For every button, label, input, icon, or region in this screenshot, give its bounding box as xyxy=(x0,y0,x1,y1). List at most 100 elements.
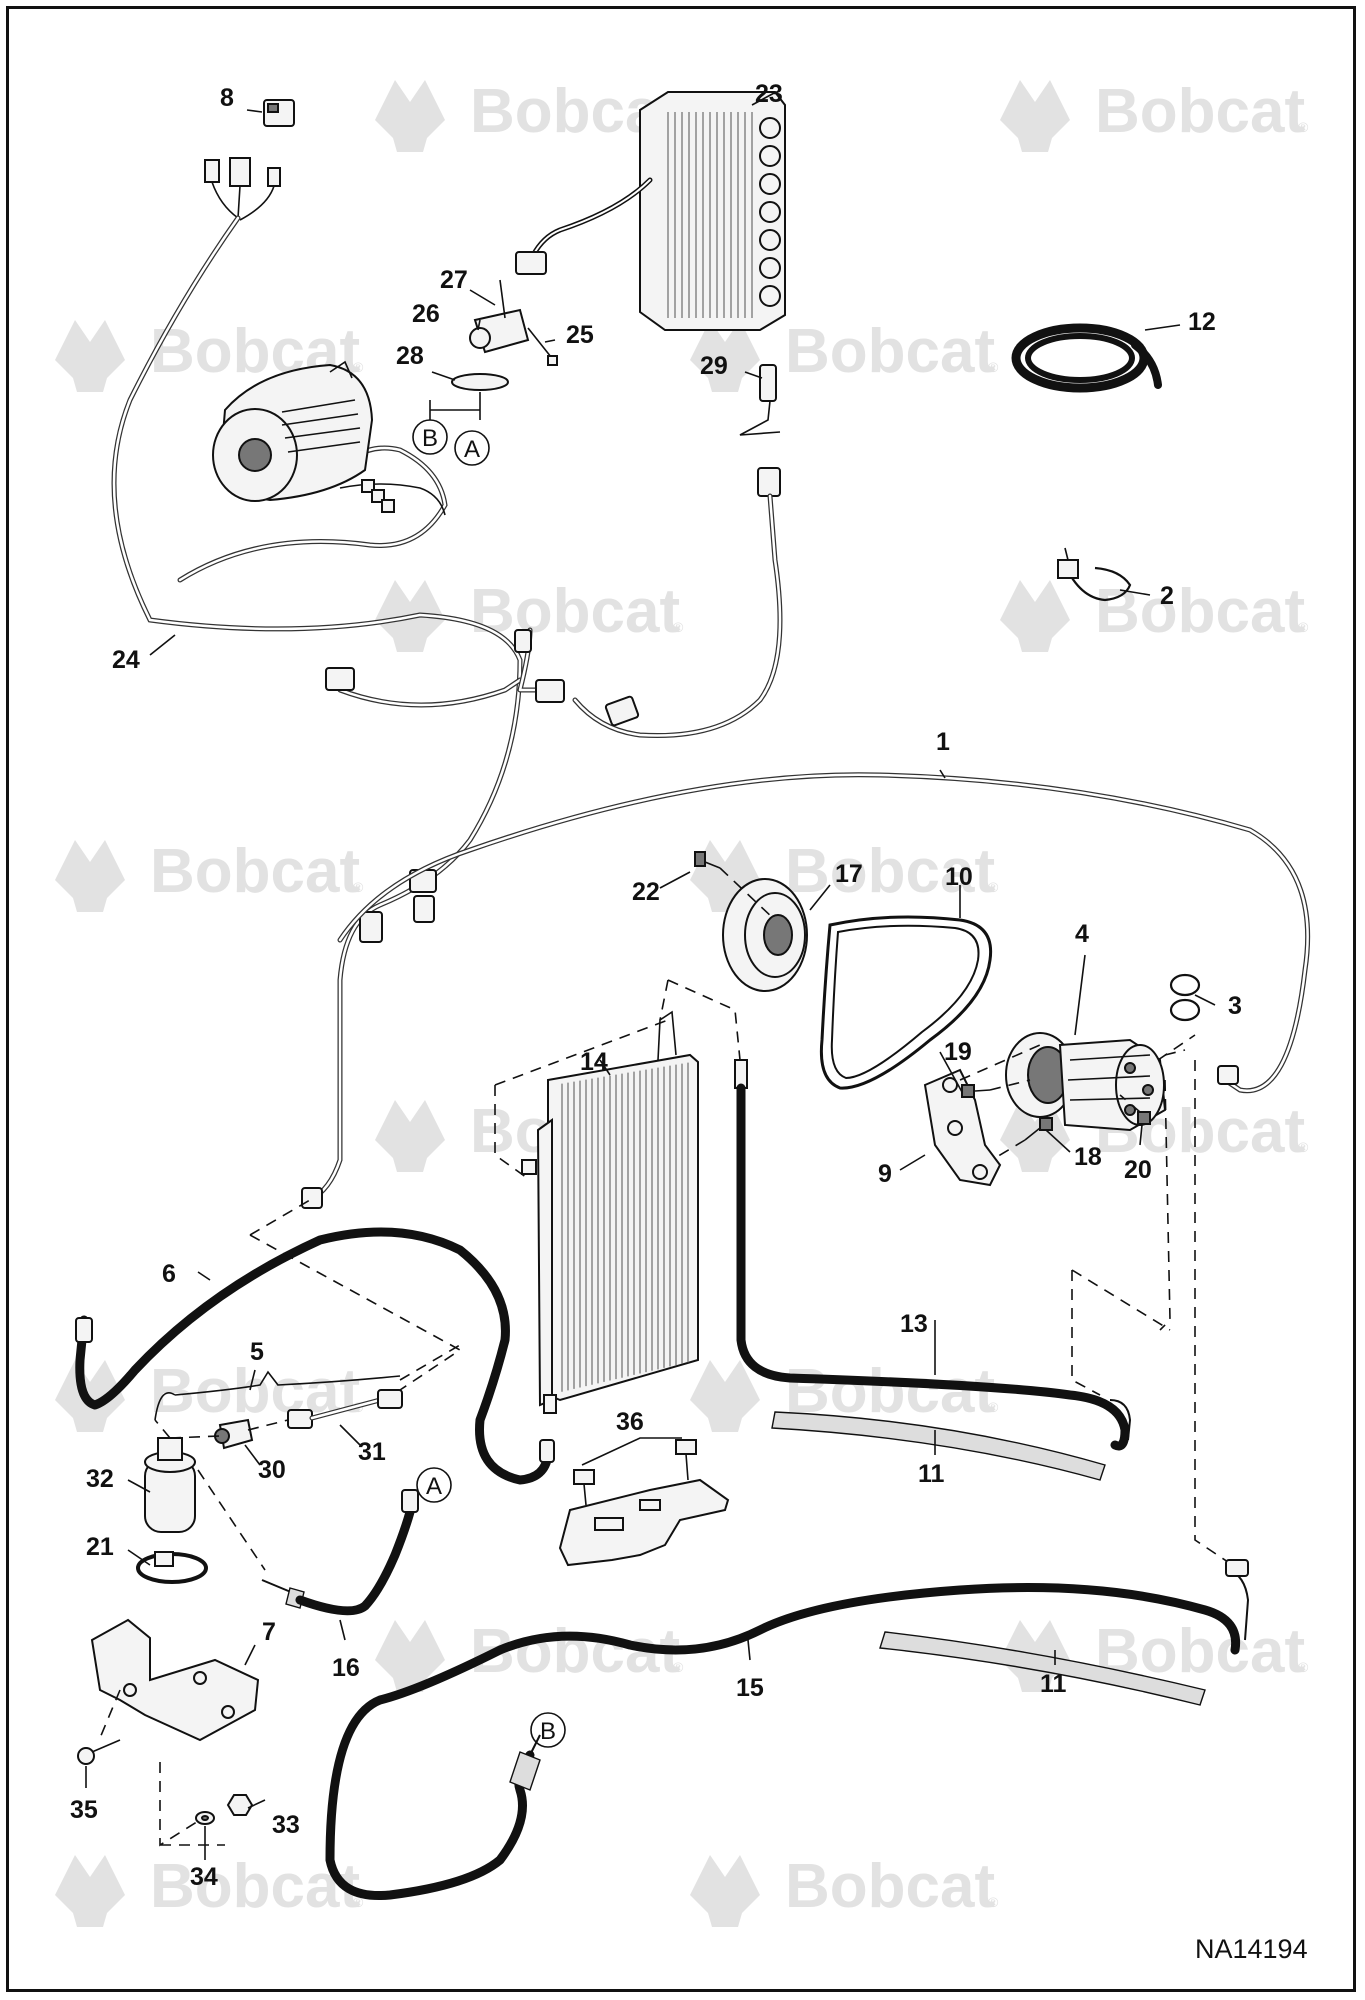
connector xyxy=(301,1187,323,1209)
callout-28: 28 xyxy=(396,342,424,370)
ref-circle-b-bottom: B xyxy=(530,1712,566,1748)
motor-bracket xyxy=(329,360,353,379)
connector xyxy=(514,629,532,653)
callout-2: 2 xyxy=(1160,582,1174,610)
callout-7: 7 xyxy=(262,1618,276,1646)
callout-24: 24 xyxy=(112,646,140,674)
watermark-text: Bobcat xyxy=(150,837,360,906)
cable-tie-2 xyxy=(1057,547,1132,602)
sensor-29 xyxy=(572,364,783,739)
relay-8 xyxy=(263,99,295,127)
bobcat-logo-icon xyxy=(690,1360,760,1432)
bobcat-logo-icon xyxy=(375,80,445,152)
relay-terminal xyxy=(267,103,279,113)
callout-31: 31 xyxy=(358,1438,386,1466)
ref-letter: A xyxy=(426,1473,442,1500)
plate-slot xyxy=(639,1499,661,1511)
callout-23: 23 xyxy=(755,80,783,108)
evaporator-return-bends xyxy=(759,117,781,307)
stud-36 xyxy=(675,1439,697,1455)
callout-13: 13 xyxy=(900,1310,928,1338)
bobcat-logo-icon xyxy=(375,1620,445,1692)
bobcat-logo-icon xyxy=(55,1855,125,1927)
washer-34 xyxy=(195,1811,215,1825)
harness-24-upper-connectors xyxy=(204,157,281,221)
evaporator-return-bend xyxy=(759,285,781,307)
evaporator-return-bend xyxy=(759,117,781,139)
connector xyxy=(267,167,281,187)
evaporator-return-bend xyxy=(759,145,781,167)
watermark-text: Bobcat xyxy=(785,1852,995,1921)
sensor-probe xyxy=(739,400,781,436)
watermark-registered: ® xyxy=(1298,619,1309,635)
watermark-registered: ® xyxy=(1298,1139,1309,1155)
pulley-17 xyxy=(722,878,808,992)
callout-3: 3 xyxy=(1228,992,1242,1020)
evaporator-23 xyxy=(515,91,786,331)
bracket-hole xyxy=(972,1164,988,1180)
bobcat-logo-icon xyxy=(55,320,125,392)
ref-letter: B xyxy=(540,1718,556,1745)
connector xyxy=(204,159,220,183)
callout-11-upper: 11 xyxy=(918,1460,945,1488)
callout-10: 10 xyxy=(945,863,973,891)
ref-letter: A xyxy=(464,436,480,463)
callout-leaders xyxy=(85,91,1216,1860)
watermark-registered: ® xyxy=(673,1659,684,1675)
clamp-screw xyxy=(154,1551,174,1567)
connector xyxy=(1217,1065,1239,1085)
callout-29: 29 xyxy=(700,352,728,380)
receiver-drier-32 xyxy=(144,1437,196,1533)
drive-belt-10 xyxy=(819,915,993,1090)
watermark: Bobcat ® xyxy=(1000,577,1309,652)
hose-13 xyxy=(734,1059,1132,1451)
callout-32: 32 xyxy=(86,1465,114,1493)
motor-hub xyxy=(238,438,272,472)
watermark-registered: ® xyxy=(353,879,364,895)
hose-6 xyxy=(75,1227,555,1485)
ref-leaders xyxy=(429,392,481,420)
callout-numbers: 1 2 3 4 5 6 7 8 9 10 11 11 12 13 14 15 1… xyxy=(70,80,1242,1891)
sleeve-11-upper xyxy=(771,1411,1106,1481)
evaporator-return-bend xyxy=(759,201,781,223)
sensor-connector xyxy=(757,467,781,497)
leader-compressor-hose15 xyxy=(1194,1060,1241,1571)
hose-coil-12 xyxy=(1011,323,1162,393)
screw-25-head xyxy=(547,355,558,366)
bracket-hole xyxy=(947,1120,963,1136)
connector xyxy=(287,1409,313,1429)
watermark-registered: ® xyxy=(353,1894,364,1910)
callout-22: 22 xyxy=(632,878,660,906)
watermark-registered: ® xyxy=(988,879,999,895)
compressor-port xyxy=(1124,1104,1136,1116)
evaporator-return-bend xyxy=(759,173,781,195)
condenser-fins xyxy=(561,1062,689,1392)
connector xyxy=(413,895,435,923)
bobcat-logo-icon xyxy=(690,320,760,392)
callout-34: 34 xyxy=(190,1863,218,1891)
blower-wheel-vanes xyxy=(281,399,361,453)
compressor-ribs xyxy=(1067,1054,1151,1101)
callout-35: 35 xyxy=(70,1796,98,1824)
bolt-20 xyxy=(1119,1094,1151,1125)
watermark-registered: ® xyxy=(988,1894,999,1910)
wiring-harness-1 xyxy=(337,772,1311,1094)
drier-fitting xyxy=(157,1437,183,1461)
bracket-callout-5 xyxy=(154,1370,401,1421)
bobcat-logo-icon xyxy=(55,840,125,912)
clamp-21 xyxy=(136,1551,208,1584)
callout-6: 6 xyxy=(162,1260,176,1288)
callout-20: 20 xyxy=(1124,1156,1152,1184)
connector xyxy=(359,911,383,943)
watermark: Bobcat ® xyxy=(375,1617,684,1692)
watermarks: Bobcat ® Bobcat ® Bobcat ® Bobcat ® Bobc… xyxy=(55,77,1309,1927)
condenser-mount-stud xyxy=(521,1159,537,1175)
nut-33 xyxy=(226,1794,254,1816)
bolt-19 xyxy=(961,1079,1031,1098)
motor-terminal xyxy=(381,499,395,513)
watermark-text: Bobcat xyxy=(470,577,680,646)
connector xyxy=(535,679,565,703)
ref-circle-a-top: A xyxy=(454,430,490,466)
watermark-text: Bobcat xyxy=(1095,577,1305,646)
